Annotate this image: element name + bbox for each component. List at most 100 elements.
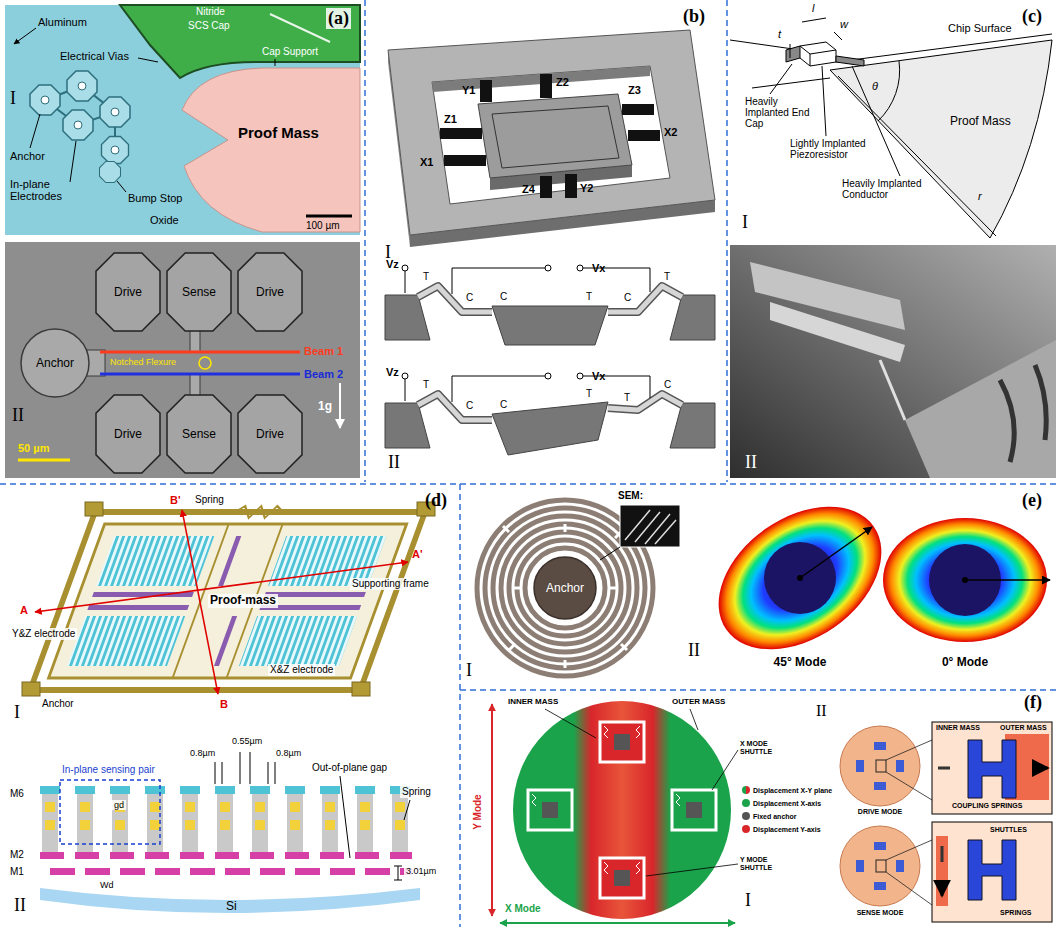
node-text: Sense bbox=[182, 427, 216, 441]
part-label: T bbox=[624, 392, 630, 404]
part-label: w bbox=[840, 18, 848, 31]
anchor-circle: Anchor bbox=[533, 556, 597, 620]
anchor-outline bbox=[534, 557, 596, 619]
cmos-accelerometer bbox=[49, 524, 407, 678]
accelerometer-3d bbox=[628, 130, 660, 141]
legend-row: Displacement Y-axis bbox=[742, 825, 821, 833]
node-text-box: Anchor bbox=[546, 581, 584, 595]
piezoresistor-sem bbox=[1000, 365, 1046, 462]
dual-mass-gyroscope bbox=[545, 709, 596, 738]
part-label: Aluminum bbox=[38, 16, 87, 29]
panel-numeral: II bbox=[388, 452, 400, 473]
mode-simulations bbox=[896, 760, 904, 772]
part-label: Proof Mass bbox=[950, 115, 1011, 129]
part-label: l bbox=[812, 2, 814, 15]
part-label: 0.8µm bbox=[276, 748, 301, 758]
part-label: 3.01µm bbox=[404, 866, 438, 876]
mode-simulations bbox=[886, 772, 932, 800]
electrode-pad: Drive bbox=[95, 252, 161, 332]
accelerometer-3d bbox=[540, 74, 552, 98]
node-text: Drive bbox=[114, 427, 142, 441]
mode-simulations bbox=[856, 860, 864, 872]
cap-sem-image bbox=[67, 71, 97, 101]
cmos-cross-section bbox=[40, 786, 412, 880]
part-label: 0.55µm bbox=[232, 736, 262, 746]
piezoresistor-drawing bbox=[800, 42, 836, 66]
piezoresistor-sem bbox=[770, 302, 905, 362]
cmos-accelerometer bbox=[22, 502, 435, 696]
dual-mass-gyroscope bbox=[492, 700, 738, 923]
part-label: OUTER MASS bbox=[1000, 724, 1047, 732]
part-label: Cap Support bbox=[262, 46, 318, 58]
part-label: Electrical Vias bbox=[60, 50, 129, 63]
piezoresistor-sem bbox=[730, 245, 1056, 478]
flexure-sem-image bbox=[190, 374, 200, 396]
part-label: X MODE SHUTTLE bbox=[740, 740, 788, 755]
electrode-pad: Drive bbox=[95, 394, 161, 474]
mode-shapes bbox=[692, 477, 1050, 679]
part-label: A' bbox=[412, 548, 423, 561]
cap-sem-image bbox=[41, 96, 49, 104]
cap-sem-image bbox=[120, 5, 360, 78]
cmos-accelerometer bbox=[30, 512, 425, 690]
panel-letter: (e) bbox=[1022, 490, 1042, 511]
mode-simulations bbox=[938, 767, 1048, 770]
part-label: Vz bbox=[386, 258, 399, 271]
node-text: Drive bbox=[256, 427, 284, 441]
part-label: gd bbox=[112, 800, 126, 810]
part-label: SHUTTLES bbox=[990, 826, 1027, 834]
part-label: M1 bbox=[10, 866, 24, 878]
electrode-pad: Drive bbox=[237, 394, 303, 474]
legend-row: Fixed anchor bbox=[742, 812, 797, 820]
cap-sem-image bbox=[111, 108, 119, 116]
cmos-cross-section bbox=[215, 752, 410, 880]
node-text: Drive bbox=[114, 285, 142, 299]
part-label: T bbox=[664, 271, 670, 283]
flexure-sem-image bbox=[190, 330, 200, 352]
part-label: T bbox=[586, 291, 592, 303]
swatch-half bbox=[742, 786, 746, 794]
part-label: 50 µm bbox=[18, 442, 49, 455]
dual-mass-gyroscope bbox=[614, 734, 630, 750]
part-label: Y MODE SHUTTLE bbox=[740, 856, 788, 871]
part-label: Wd bbox=[100, 880, 114, 890]
mode-simulations bbox=[886, 840, 932, 860]
part-label: 0° Mode bbox=[942, 656, 988, 670]
ring-gyroscope bbox=[513, 587, 521, 590]
cap-sem-image bbox=[138, 58, 158, 62]
part-label: X1 bbox=[420, 156, 433, 169]
mode-simulations bbox=[874, 782, 886, 790]
piezoresistor-drawing bbox=[822, 66, 826, 136]
piezoresistor-drawing bbox=[836, 56, 864, 66]
piezo-schematic bbox=[577, 373, 583, 379]
cap-sem-image bbox=[30, 114, 40, 148]
mode-simulations bbox=[856, 760, 864, 772]
part-label: t bbox=[778, 28, 781, 41]
piezo-schematic bbox=[545, 265, 551, 271]
ring-gyroscope bbox=[503, 526, 509, 532]
part-label: C bbox=[466, 400, 473, 412]
piezoresistor-drawing bbox=[836, 34, 1052, 236]
piezo-schematic bbox=[402, 373, 408, 379]
mode-shapes bbox=[764, 542, 836, 614]
panel-numeral: I bbox=[745, 890, 751, 911]
part-label: 45° Mode bbox=[774, 656, 827, 670]
swatch-half bbox=[746, 786, 750, 794]
part-label: Z1 bbox=[444, 113, 457, 126]
legend-swatch bbox=[742, 786, 750, 794]
cmos-accelerometer bbox=[233, 506, 285, 518]
part-label: 0.8µm bbox=[190, 748, 215, 758]
node-text-box: Sense bbox=[182, 285, 216, 299]
panel-numeral: I bbox=[14, 702, 20, 723]
part-label: C bbox=[500, 291, 507, 303]
cmos-cross-section bbox=[404, 800, 410, 820]
mode-simulations bbox=[968, 740, 1016, 798]
part-label: Y&Z electrode bbox=[10, 628, 77, 640]
mode-shapes bbox=[692, 477, 908, 679]
ring-gyroscope bbox=[517, 540, 613, 636]
cap-sem-image bbox=[41, 82, 119, 154]
part-label: Heavily Implanted End Cap bbox=[745, 96, 815, 129]
part-label: M6 bbox=[10, 788, 24, 800]
piezo-schematic bbox=[385, 295, 715, 455]
electrode-outline bbox=[238, 395, 302, 473]
